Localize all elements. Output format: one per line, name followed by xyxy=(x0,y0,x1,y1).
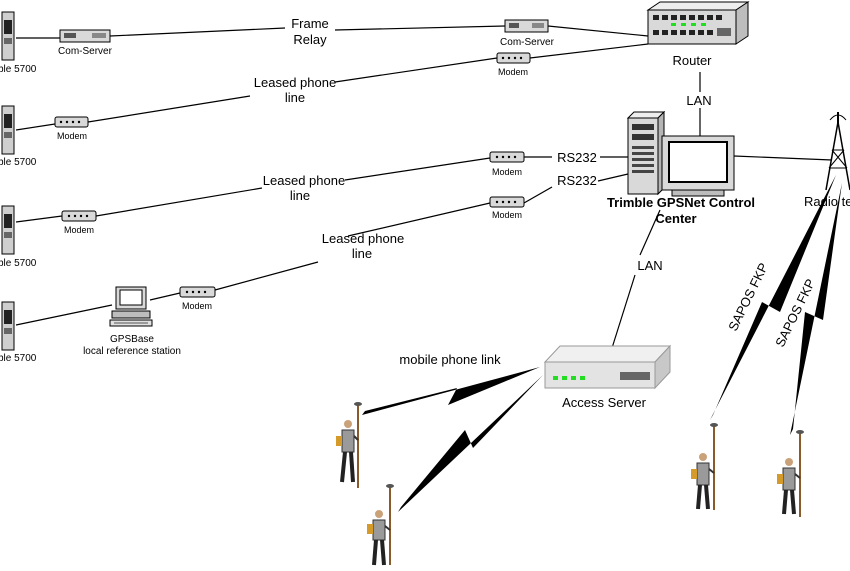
mobile-link-upper xyxy=(362,367,540,415)
leased-line-2-label-2: line xyxy=(290,188,310,203)
wire-leased2-b xyxy=(344,157,491,181)
modem-gpsbase-label: Modem xyxy=(182,301,212,311)
gpsbase-label-2: local reference station xyxy=(83,346,181,357)
frame-relay-label-1: Frame xyxy=(291,16,329,31)
reference-receivers: ble 5700 ble 5700 ble 5700 ble 5700 xyxy=(0,11,37,364)
modem-rs232-a xyxy=(489,151,525,163)
modem-receiver-2-label: Modem xyxy=(57,131,87,141)
wire-gpsbase-modem xyxy=(149,292,181,301)
wire-rcv3-modem xyxy=(15,215,63,223)
receiver-label-2: ble 5700 xyxy=(0,157,37,168)
wire-control-lan-b xyxy=(611,274,636,349)
radio-tower xyxy=(825,112,850,191)
leased-line-2-label-1: Leased phone xyxy=(263,173,345,188)
wire-frame-relay-a xyxy=(109,27,286,37)
wire-leased2-a xyxy=(95,187,263,217)
radio-label: Radio te xyxy=(804,194,850,209)
modem-rs232-b xyxy=(489,196,525,208)
modem-rs232-b-label: Modem xyxy=(492,210,522,220)
modem-receiver-3-label: Modem xyxy=(64,225,94,235)
com-server-right-label: Com-Server xyxy=(500,37,555,48)
leased-line-1-label-2: line xyxy=(285,90,305,105)
wire-control-radio xyxy=(733,155,833,161)
modem-router xyxy=(496,52,531,64)
access-server-label: Access Server xyxy=(562,395,646,410)
wire-comserver-router xyxy=(547,25,649,37)
router xyxy=(646,1,750,45)
control-center-label-2: Center xyxy=(655,211,696,226)
wire-leased1-a xyxy=(87,95,251,123)
wire-rs232b-b xyxy=(597,173,629,182)
mobile-link-label: mobile phone link xyxy=(399,352,501,367)
rs232-b-label: RS232 xyxy=(557,173,597,188)
wire-control-lan-a xyxy=(639,209,661,256)
gps-receiver-3 xyxy=(1,205,15,255)
modem-router-label: Modem xyxy=(498,67,528,77)
gps-receiver-2 xyxy=(1,105,15,155)
leased-line-3-label-1: Leased phone xyxy=(322,231,404,246)
modem-rs232-a-label: Modem xyxy=(492,167,522,177)
sapos-link-1 xyxy=(710,175,836,420)
gpsbase-computer xyxy=(109,286,153,327)
gps-receiver-1 xyxy=(1,11,15,61)
leased-line-1-label-1: Leased phone xyxy=(254,75,336,90)
mobile-link-lower xyxy=(398,375,543,512)
receiver-label-3: ble 5700 xyxy=(0,258,37,269)
sapos-label-1: SAPOS FKP xyxy=(725,260,771,333)
com-server-right xyxy=(504,19,549,33)
access-server xyxy=(543,344,672,390)
gps-receiver-4 xyxy=(1,301,15,351)
rover-3 xyxy=(691,423,718,510)
leased-line-3-label-2: line xyxy=(352,246,372,261)
sapos-link-2 xyxy=(790,183,842,435)
wireless-links xyxy=(362,175,842,512)
wire-frame-relay-b xyxy=(334,25,506,31)
rs232-a-label: RS232 xyxy=(557,150,597,165)
wire-leased3-a xyxy=(214,261,319,291)
wire-modem-router xyxy=(529,43,649,59)
rover-2 xyxy=(367,484,394,566)
control-center-label-1: Trimble GPSNet Control xyxy=(607,195,755,210)
rover-1 xyxy=(336,402,362,488)
gpsbase-label-1: GPSBase xyxy=(110,334,154,345)
lan-top-label: LAN xyxy=(686,93,711,108)
wire-rs232b-a xyxy=(523,186,553,204)
rover-4 xyxy=(777,430,804,517)
wire-leased1-b xyxy=(334,57,498,83)
modem-receiver-3 xyxy=(61,210,97,222)
control-center-monitor xyxy=(661,135,735,197)
connections xyxy=(15,25,833,349)
com-server-left xyxy=(59,29,111,43)
wire-rcv4-gpsbase xyxy=(15,304,113,326)
frame-relay-label-2: Relay xyxy=(293,32,327,47)
lan-mid-label: LAN xyxy=(637,258,662,273)
wire-leased3-b xyxy=(347,202,491,237)
receiver-label-4: ble 5700 xyxy=(0,353,37,364)
modem-receiver-2 xyxy=(54,116,89,128)
router-label: Router xyxy=(672,53,712,68)
receiver-label-1: ble 5700 xyxy=(0,64,37,75)
modem-gpsbase xyxy=(179,286,216,298)
wire-rcv2-modem xyxy=(15,123,56,131)
control-center-tower xyxy=(626,110,666,196)
com-server-left-label: Com-Server xyxy=(58,46,113,57)
